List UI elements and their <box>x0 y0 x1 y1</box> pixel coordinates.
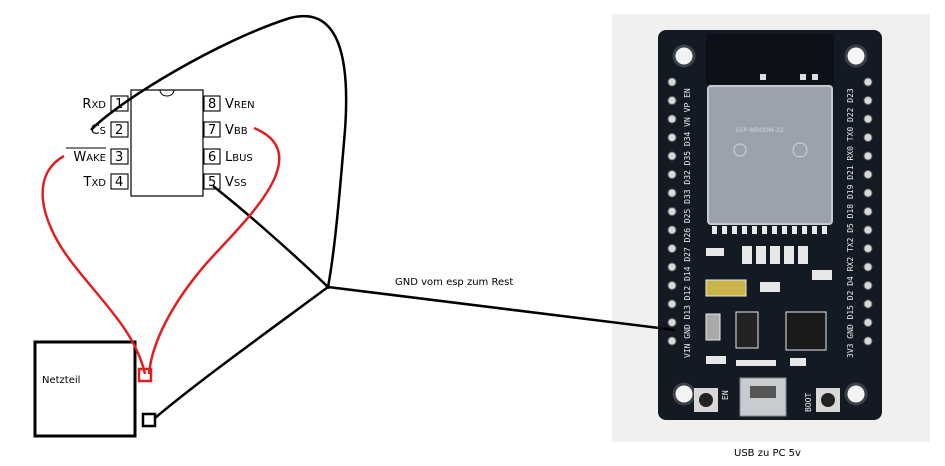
usb-uart-chip <box>785 311 827 351</box>
power-supply-label: Netzteil <box>42 375 80 386</box>
header-pin <box>667 170 677 179</box>
left-header-pins <box>667 77 677 346</box>
header-pin <box>667 299 677 309</box>
wire-cs-loop <box>90 14 348 288</box>
ic-pin-5-box <box>203 173 221 190</box>
ic-chip <box>130 89 204 197</box>
ic-pin-3-box <box>110 148 129 165</box>
ic-pin-4-name: TXD <box>82 175 106 190</box>
header-pin <box>667 77 677 87</box>
boot-button-label: BOOT <box>804 393 813 412</box>
header-pin <box>667 281 677 290</box>
ic-pin-5-number: 5 <box>208 175 216 190</box>
wire-junction-to-esp-gnd <box>327 285 676 332</box>
en-button-label: EN <box>721 390 730 400</box>
ic-pin-8-box <box>203 95 221 112</box>
wire-vss-to-junction <box>212 185 329 288</box>
ic-pin-7-number: 7 <box>208 123 216 138</box>
ic-pin-8-name: VREN <box>225 97 255 112</box>
header-pin <box>863 262 873 272</box>
usb-label: USB zu PC 5v <box>734 448 801 459</box>
esp32-board: ESP-WROOM-32 <box>658 30 882 420</box>
left-header-label: VIN GND D13 D12 D14 D27 D26 D25 D33 D32 … <box>683 88 692 358</box>
header-pin <box>863 170 873 179</box>
ic-pin-8-number: 8 <box>208 97 216 112</box>
module-label: ESP-WROOM-32 <box>736 127 784 134</box>
ic-pin-2-number: 2 <box>115 123 123 138</box>
ic-pin-1-name: RXD <box>82 97 106 112</box>
gnd-junction <box>326 285 330 289</box>
header-pin <box>667 188 677 198</box>
ic-pin-1-box <box>110 95 129 112</box>
header-pin <box>667 133 677 142</box>
en-button[interactable] <box>694 388 718 412</box>
header-pin <box>667 207 677 216</box>
header-pin <box>863 318 873 327</box>
wire-vbb-to-psu <box>147 126 281 375</box>
header-pin <box>667 336 677 346</box>
header-pin <box>667 225 677 235</box>
boot-button[interactable] <box>816 388 840 412</box>
header-pin <box>863 281 873 290</box>
ic-pin-6-number: 6 <box>208 150 216 165</box>
ic-right-pins: 8 VREN 7 VBB 6 LBUS 5 VSS <box>203 95 255 190</box>
ic-pin-6-name: LBUS <box>225 150 253 165</box>
ic-pin-6-box <box>203 148 221 165</box>
header-pin <box>667 151 677 161</box>
header-pin <box>863 299 873 309</box>
header-pin <box>863 96 873 105</box>
header-pin <box>863 114 873 124</box>
header-pin <box>863 225 873 235</box>
wire-wake-to-psu <box>41 154 147 375</box>
esp-wroom-module <box>707 85 833 225</box>
ic-pin-1-number: 1 <box>115 97 123 112</box>
header-pin <box>667 96 677 105</box>
header-pin <box>863 188 873 198</box>
right-header-label: 3V3 GND D15 D2 D4 RX2 TX2 D5 D18 D19 D21… <box>846 88 855 358</box>
header-pin <box>667 114 677 124</box>
ic-pin-5-name: VSS <box>225 175 247 190</box>
ic-pin-2-box <box>110 121 129 138</box>
header-pin <box>667 262 677 272</box>
power-supply-box <box>33 340 137 438</box>
ic-pin-4-box <box>110 173 129 190</box>
ic-pin-7-box <box>203 121 221 138</box>
header-pin <box>863 207 873 216</box>
wire-junction-to-ground <box>154 285 329 419</box>
header-pin <box>863 77 873 87</box>
ic-pin-3-name: WAKE <box>73 150 106 165</box>
power-terminal-ground <box>141 412 157 428</box>
header-pin <box>863 133 873 142</box>
ic-pin-4-number: 4 <box>115 175 123 190</box>
header-pin <box>863 151 873 161</box>
ic-pin-7-name: VBB <box>225 123 248 138</box>
header-pin <box>667 318 677 327</box>
header-pin <box>863 336 873 346</box>
ic-left-pins: 1 RXD 2 CS 3 WAKE 4 TXD <box>66 95 129 190</box>
header-pin <box>863 244 873 253</box>
gnd-label: GND vom esp zum Rest <box>395 277 513 288</box>
ic-pin-3-number: 3 <box>115 150 123 165</box>
ic-body <box>130 89 204 197</box>
right-header-pins <box>863 77 873 346</box>
header-pin <box>667 244 677 253</box>
ic-pin-2-name: CS <box>91 123 106 138</box>
ic-notch <box>159 89 175 97</box>
